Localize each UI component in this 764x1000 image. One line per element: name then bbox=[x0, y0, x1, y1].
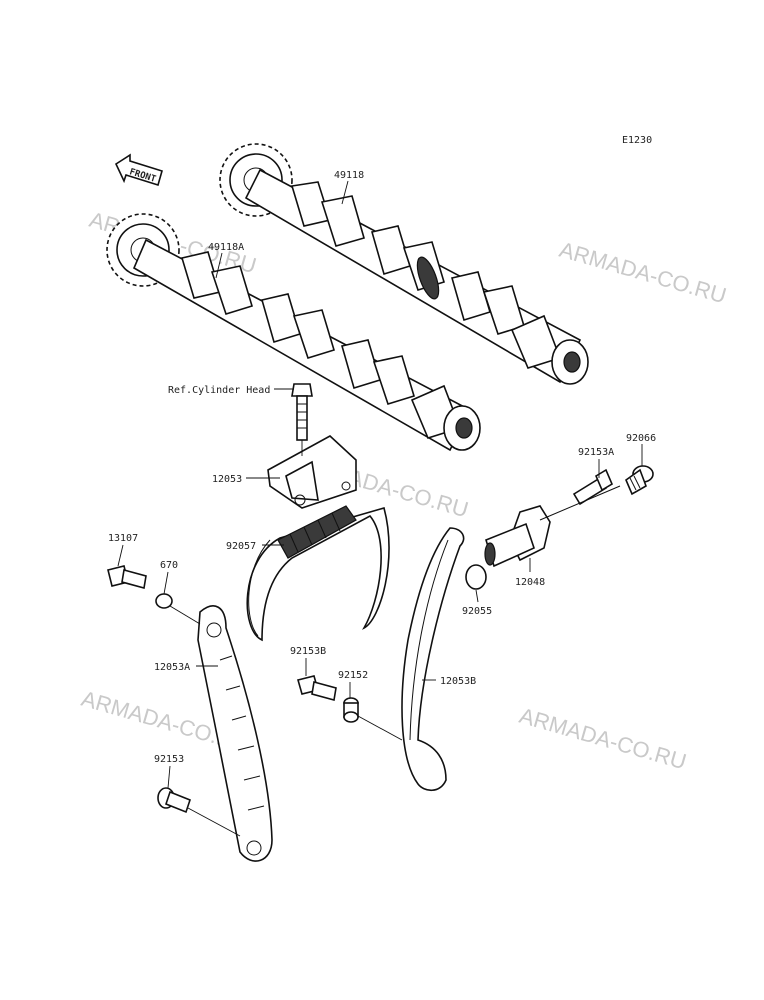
label-13107: 13107 bbox=[108, 533, 138, 544]
cam-chain-92057 bbox=[246, 505, 390, 642]
label-49118: 49118 bbox=[334, 170, 364, 181]
label-12048: 12048 bbox=[515, 577, 545, 588]
chain-guide-12053 bbox=[267, 435, 357, 509]
label-92153B: 92153B bbox=[290, 646, 326, 657]
label-12053A: 12053A bbox=[154, 662, 190, 673]
chain-guide-12053A bbox=[197, 605, 273, 862]
o-ring-92055 bbox=[465, 564, 487, 590]
watermark: ARMADA-CO.RU bbox=[517, 703, 690, 775]
diagram-code: E1230 bbox=[622, 135, 652, 146]
bolt-13107 bbox=[107, 565, 147, 590]
washer-670 bbox=[155, 593, 173, 609]
label-12053B: 12053B bbox=[440, 676, 476, 687]
watermark: ARMADA-CO.RU bbox=[557, 237, 730, 309]
label-92152: 92152 bbox=[338, 670, 368, 681]
label-670: 670 bbox=[160, 560, 178, 571]
camshaft-49118 bbox=[219, 143, 589, 385]
label-92153: 92153 bbox=[154, 754, 184, 765]
label-92153A: 92153A bbox=[578, 447, 614, 458]
collar-92152 bbox=[343, 697, 359, 723]
front-arrow-icon: FRONT bbox=[114, 153, 163, 187]
label-92057: 92057 bbox=[226, 541, 256, 552]
leader-lines bbox=[117, 180, 643, 837]
label-12053: 12053 bbox=[212, 474, 242, 485]
bolt-92153A bbox=[572, 468, 614, 506]
label-ref-cylinder-head: Ref.Cylinder Head bbox=[168, 385, 270, 396]
label-92066: 92066 bbox=[626, 433, 656, 444]
bolt-92153B bbox=[297, 675, 337, 702]
plug-92066 bbox=[625, 465, 654, 496]
bolt-92153 bbox=[157, 787, 191, 814]
label-92055: 92055 bbox=[462, 606, 492, 617]
tensioner-12048 bbox=[484, 485, 621, 568]
chain-guide-12053B bbox=[401, 527, 465, 792]
camshaft-49118A bbox=[106, 213, 481, 452]
ref-cylinder-head-bolt bbox=[291, 383, 313, 441]
label-49118A: 49118A bbox=[208, 242, 244, 253]
